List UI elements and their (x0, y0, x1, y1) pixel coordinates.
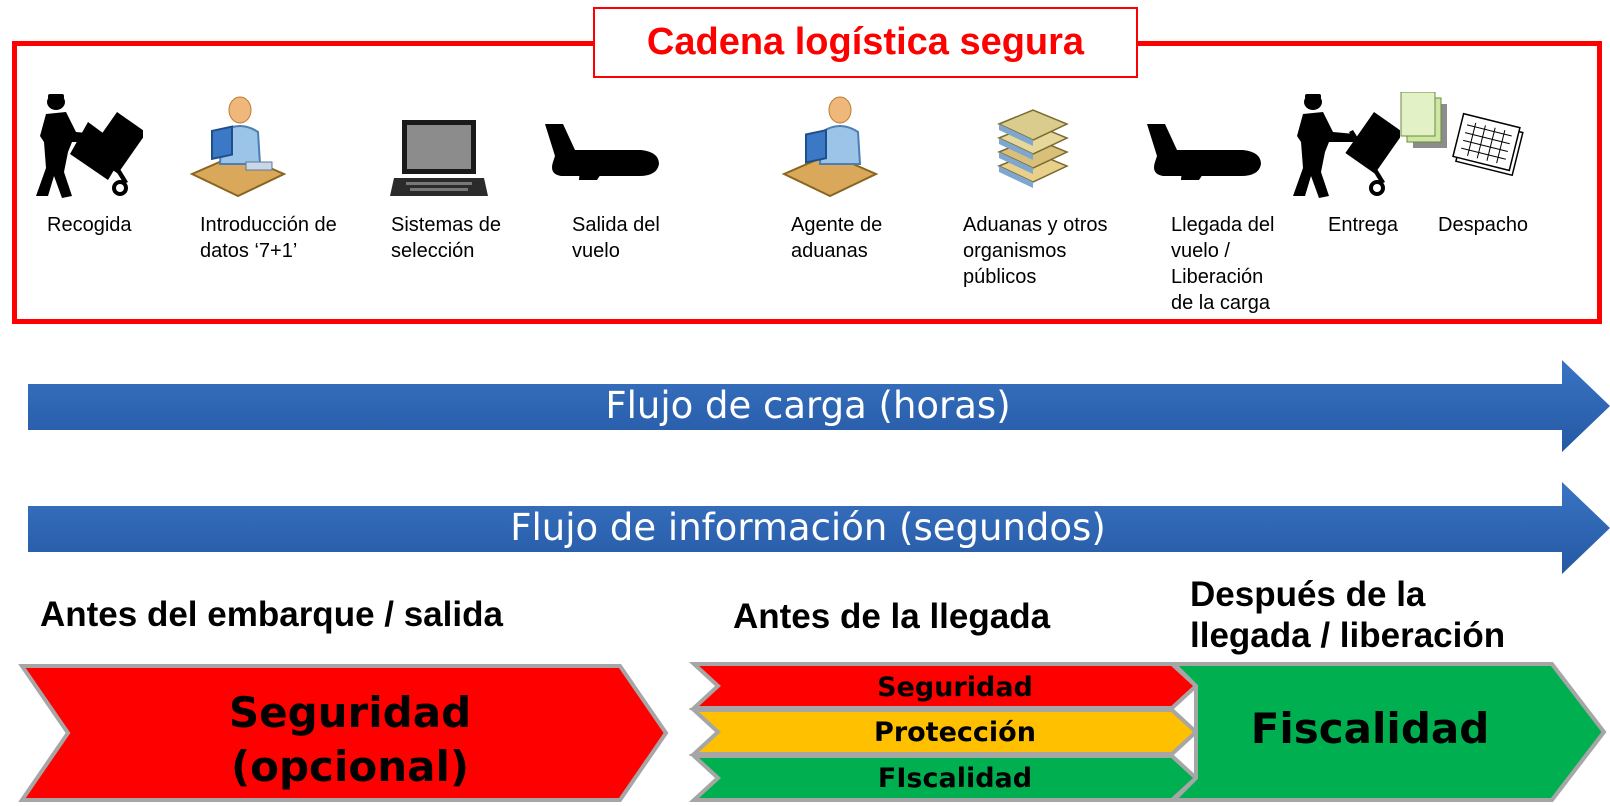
step-label-salida-vuelo: Salida del vuelo (572, 214, 660, 262)
chain-title: Cadena logística segura (593, 7, 1138, 78)
step-label-entrega: Entrega (1328, 214, 1399, 236)
document-stack-icon (997, 109, 1069, 188)
step-label-despacho: Despacho (1438, 214, 1529, 236)
cargo-flow-arrow: Flujo de carga (horas) (28, 360, 1610, 456)
phase-chevrons (18, 662, 1607, 802)
step-label-aduanas-organismos: Aduanas y otros organismos públicos (963, 214, 1108, 288)
chevron-security-label: Seguridad (877, 672, 1033, 703)
step-label-llegada-liberacion: Llegada del vuelo / Liberación de la car… (1171, 214, 1275, 314)
chevron-fiscal (1169, 662, 1607, 802)
dispatch-documents-icon (1400, 92, 1524, 177)
courier-hand-truck-icon (1293, 94, 1400, 198)
chevron-security-optional (18, 664, 669, 802)
courier-hand-truck-icon (36, 94, 143, 198)
phase-before-departure: Antes del embarque / salida (40, 595, 503, 634)
chevron-protection-label: Protección (874, 717, 1036, 748)
step-label-agente-aduanas: Agente de aduanas (791, 214, 883, 262)
cargo-flow-label: Flujo de carga (horas) (605, 384, 1011, 427)
step-label-introduccion-datos: Introducción de datos ‘7+1’ (200, 214, 337, 262)
chevron-security-optional-label: Seguridad (opcional) (228, 688, 472, 791)
information-flow-arrow: Flujo de información (segundos) (28, 482, 1610, 578)
chevron-fiscal-small-label: FIscalidad (877, 763, 1033, 794)
phase-after-arrival: Después de la llegada / liberación (1190, 575, 1506, 655)
phase-before-arrival: Antes de la llegada (733, 597, 1051, 636)
laptop-icon (390, 120, 488, 196)
airplane-icon (545, 124, 659, 180)
step-label-sistemas-seleccion: Sistemas de selección (391, 214, 502, 262)
airplane-icon (1147, 124, 1261, 180)
customs-agent-icon (781, 96, 879, 198)
chevron-fiscal-label: Fiscalidad (1250, 704, 1490, 753)
information-flow-label: Flujo de información (segundos) (510, 506, 1106, 549)
step-label-recogida: Recogida (47, 214, 132, 236)
data-entry-operator-icon (189, 96, 287, 198)
